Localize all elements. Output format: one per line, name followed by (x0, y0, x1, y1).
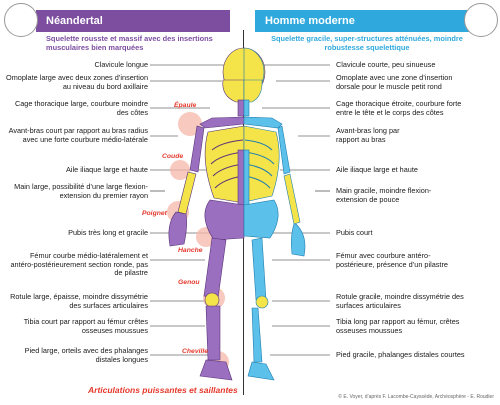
neandertal-subtitle: Squelette rousste et massif avec des ins… (46, 34, 213, 52)
neandertal-label-patella: Rotule large, épaisse, moindre dissymétr… (10, 292, 148, 310)
footer-title: Articulations puissantes et saillantes (88, 385, 238, 395)
neandertal-label-forearm: Avant-bras court par rapport au bras rad… (8, 126, 148, 144)
neandertal-label-ribcage: Cage thoracique large, courbure moindre … (14, 99, 148, 117)
modern-label-patella: Rotule gracile, moindre dissymétrie des … (336, 292, 464, 310)
modern-human-skeleton (243, 47, 306, 381)
modern-label-forearm: Avant-bras long par rapport au bras (336, 126, 400, 144)
modern-label-femur: Fémur avec courbure antéro-postérieure, … (336, 251, 448, 269)
joint-label-knee: Genou (178, 279, 200, 286)
neandertal-label-pubis: Pubis très long et gracile (68, 228, 148, 237)
neandertal-label-femur: Fémur courbe médio-latéralement et antér… (10, 251, 148, 277)
joint-label-wrist: Poignet (142, 210, 167, 217)
neandertal-title: Néandertal (36, 10, 230, 32)
joint-label-shoulder: Épaule (174, 102, 197, 109)
modern-label-tibia: Tibia long par rapport au fémur, crêtes … (336, 317, 460, 335)
modern-human-title: Homme moderne (255, 10, 469, 32)
modern-label-hand: Main gracile, moindre flexion-extension … (336, 186, 432, 204)
neandertal-label-scapula: Omoplate large avec deux zones d’inserti… (6, 73, 148, 91)
modern-label-foot: Pied gracile, phalanges distales courtes (336, 350, 465, 359)
neandertal-label-tibia: Tibia court par rapport au fémur crêtes … (23, 317, 148, 335)
modern-label-ribcage: Cage thoracique étroite, courbure forte … (336, 99, 462, 117)
modern-label-pubis: Pubis court (336, 228, 373, 237)
neandertal-label-foot: Pied large, orteils avec des phalanges d… (24, 346, 148, 364)
joint-label-hip: Hanche (178, 247, 203, 254)
modern-label-scapula: Omoplate avec une zone d’insertion dorsa… (336, 73, 453, 91)
neandertal-portrait-icon (4, 3, 38, 37)
neandertal-label-clavicle: Clavicule longue (94, 60, 148, 69)
joint-label-elbow: Coude (162, 153, 184, 160)
right-connector-lines (256, 64, 330, 356)
neandertal-label-iliac: Aile iliaque large et haute (66, 165, 148, 174)
joint-label-ankle: Cheville (182, 348, 209, 355)
modern-human-subtitle: Squelette gracile, super-structures atté… (271, 34, 463, 52)
neandertal-label-hand: Main large, possibilité d’une large flex… (14, 182, 148, 200)
modern-human-portrait-icon (464, 3, 498, 37)
modern-label-clavicle: Clavicule courte, peu sinueuse (336, 60, 436, 69)
modern-label-iliac: Aile iliaque large et haute (336, 165, 418, 174)
credit-text: © E. Voyer, d’après F. Lacombe-Cayssède,… (338, 394, 494, 400)
